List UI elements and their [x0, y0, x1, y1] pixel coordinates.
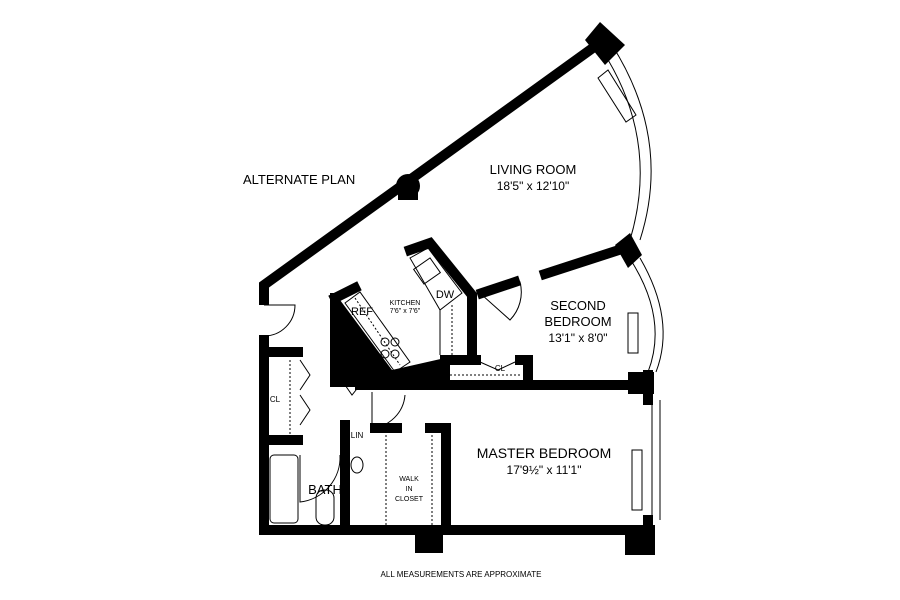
- second-bedroom-size: 13'1" x 8'0": [548, 331, 607, 345]
- hall-closet-label: CL: [270, 395, 281, 404]
- master-bedroom-size: 17'9½" x 11'1": [507, 463, 582, 477]
- living-room-name: LIVING ROOM: [490, 162, 577, 177]
- bedroom-closet-label: CL: [495, 364, 506, 373]
- walls: [259, 22, 655, 555]
- master-bedroom-name: MASTER BEDROOM: [477, 445, 612, 461]
- footer-note: ALL MEASUREMENTS ARE APPROXIMATE: [381, 570, 542, 579]
- doors: [263, 281, 522, 503]
- wd-label: W/D: [340, 356, 356, 365]
- plan-title: ALTERNATE PLAN: [243, 172, 355, 187]
- linen-closet-label: LIN: [351, 431, 364, 440]
- living-room-size: 18'5" x 12'10": [497, 179, 570, 193]
- fixtures: [269, 247, 522, 526]
- walk-in-closet-3: CLOSET: [395, 496, 424, 503]
- kitchen-name: KITCHEN: [390, 300, 421, 307]
- ref-label: REF: [351, 306, 373, 318]
- second-bedroom-name-2: BEDROOM: [544, 314, 611, 329]
- windows: [597, 44, 664, 520]
- dw-label: DW: [436, 289, 455, 301]
- walk-in-closet-1: WALK: [399, 476, 419, 483]
- kitchen-size: 7'6" x 7'6": [390, 308, 421, 315]
- second-bedroom-name-1: SECOND: [550, 298, 606, 313]
- bath-name: BATH: [308, 482, 342, 497]
- walk-in-closet-2: IN: [406, 486, 413, 493]
